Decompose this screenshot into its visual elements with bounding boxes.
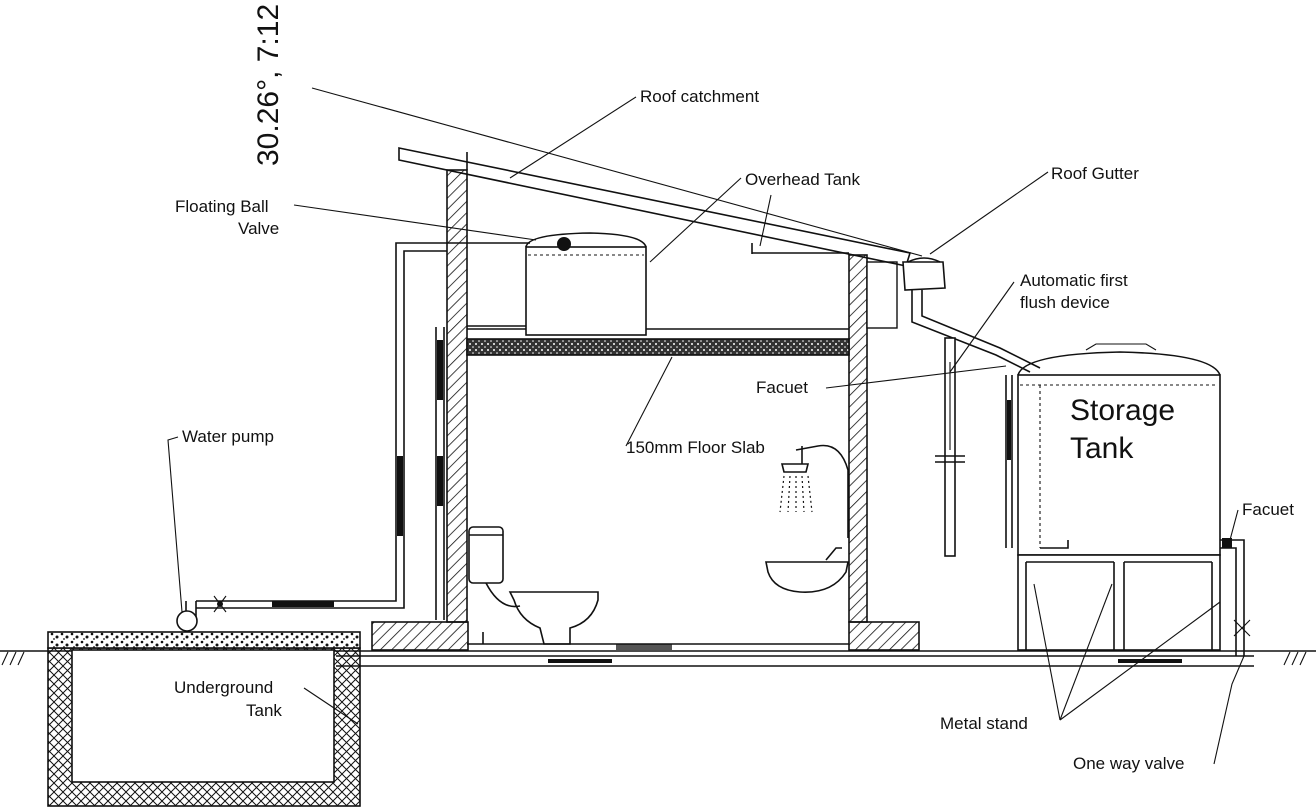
roof-catchment-label: Roof catchment	[640, 87, 759, 106]
metal-stand	[1017, 554, 1221, 651]
first-flush-device	[935, 337, 965, 557]
underground-tank-label-line2: Tank	[246, 701, 282, 720]
toilet	[468, 526, 599, 645]
water-pump	[176, 610, 198, 632]
water-pump-label: Water pump	[182, 427, 274, 446]
leader-lines	[167, 87, 1245, 765]
roof	[398, 147, 912, 267]
first-flush-label-line2: flush device	[1020, 293, 1110, 312]
underground-tank	[47, 631, 361, 807]
underground-tank-label: Underground	[174, 678, 273, 697]
roof-gutter-label: Roof Gutter	[1051, 164, 1139, 183]
storage-tank-label-line2: Tank	[1070, 432, 1134, 465]
storage-tank	[1005, 343, 1221, 556]
floor-slab-label: 150mm Floor Slab	[626, 438, 765, 457]
right-wall	[848, 254, 920, 651]
faucet-right-label: Facuet	[1242, 500, 1294, 519]
overhead-tank	[525, 232, 647, 336]
floor-slab	[466, 325, 850, 356]
floating-ball-valve-label: Floating Ball	[175, 197, 269, 216]
roof-gutter	[902, 257, 946, 291]
sink	[765, 547, 849, 593]
outlet-pipe	[1220, 538, 1251, 656]
room-floor	[467, 632, 849, 645]
first-flush-label: Automatic first	[1020, 271, 1128, 290]
floating-ball-valve-label-line2: Valve	[238, 219, 279, 238]
metal-stand-label: Metal stand	[940, 714, 1028, 733]
faucet-mid-label: Facuet	[756, 378, 808, 397]
roof-angle-label: 30.26°, 7:12	[252, 4, 285, 166]
shower	[779, 444, 849, 538]
one-way-valve-label: One way valve	[1073, 754, 1185, 773]
ground-pipe	[336, 644, 1254, 667]
left-wall	[371, 169, 469, 651]
overhead-tank-label: Overhead Tank	[745, 170, 860, 189]
storage-tank-label: Storage	[1070, 394, 1175, 427]
